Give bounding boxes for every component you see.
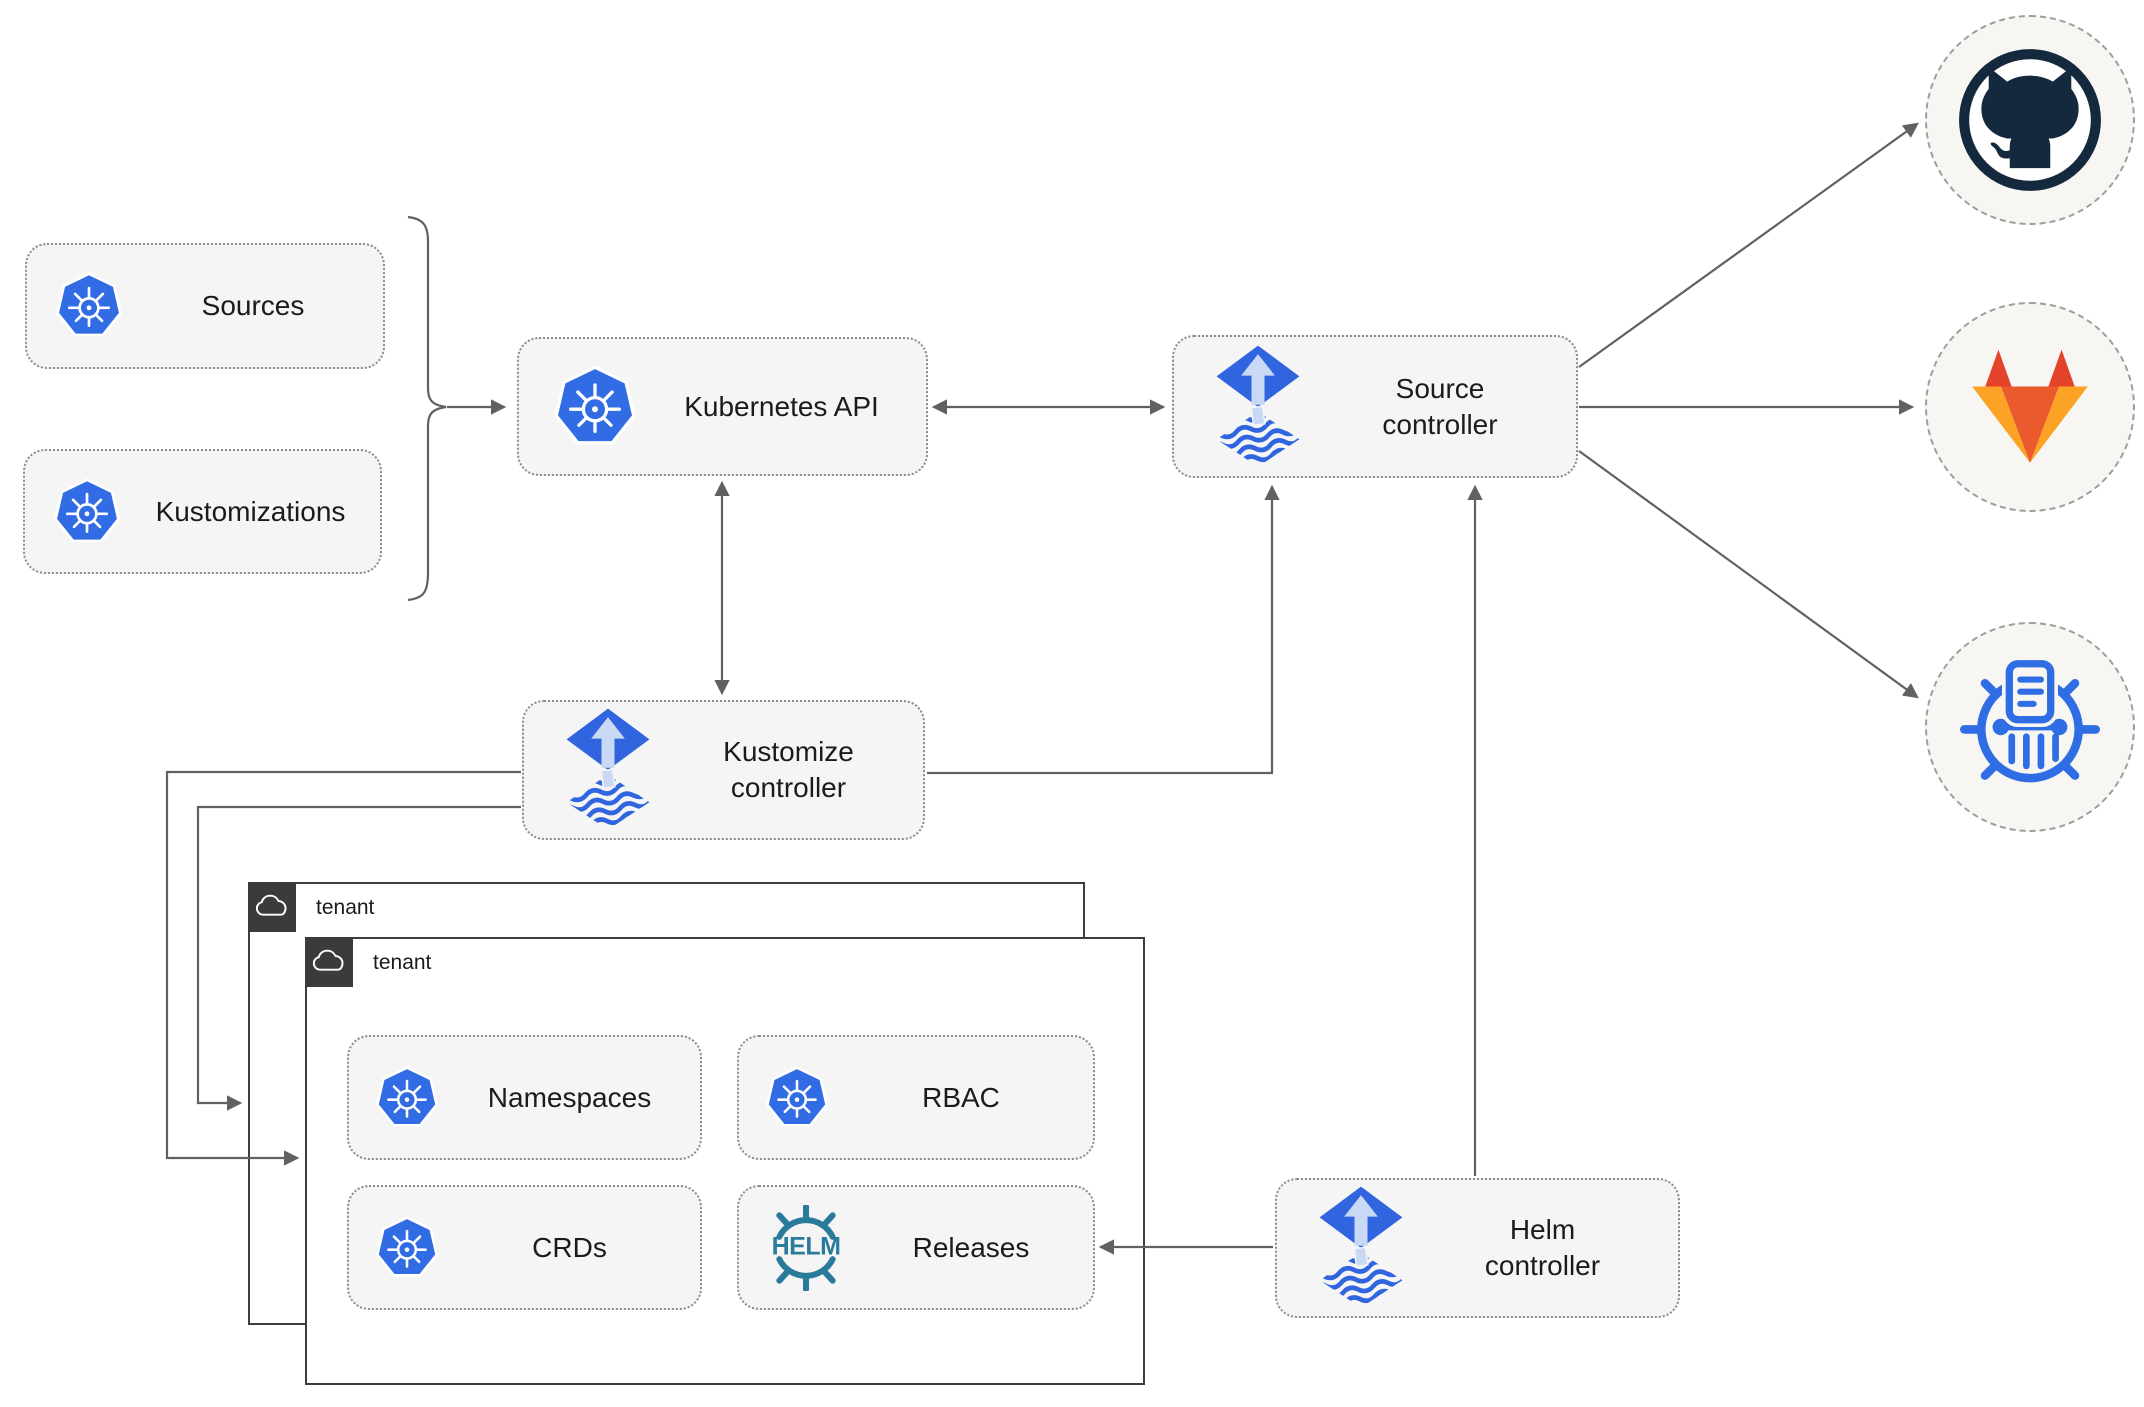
node-sources-label: Sources [201,290,305,321]
kubernetes-icon [55,272,123,340]
tenant-tab-outer [247,881,296,932]
node-kustomize-controller: Kustomize controller [522,700,925,840]
node-helm-controller-line2: controller [1484,1250,1601,1281]
node-crds: CRDs [347,1185,702,1310]
arrow-source-controller-to-chartmuseum [1578,450,1919,699]
node-source-controller: Source controller [1172,335,1578,478]
tenant-tab-inner [304,936,353,987]
node-source-controller-label: Source controller [1304,371,1576,443]
flux-icon [1212,344,1304,470]
tenant-outer-label: tenant [316,896,375,919]
cloud-icon [254,894,290,919]
chartmuseum-node [1925,622,2135,832]
node-crds-label: CRDs [532,1231,607,1263]
github-icon [1954,44,2106,196]
gitlab-icon [1964,347,2096,468]
node-rbac: RBAC [737,1035,1095,1160]
tenant-inner-label: tenant [373,951,432,974]
github-node [1925,15,2135,225]
node-kustomizations: Kustomizations [23,449,382,574]
node-kustomizations-label: Kustomizations [155,495,346,527]
node-rbac-label: RBAC [922,1081,1000,1113]
kubernetes-icon [765,1066,829,1130]
gitlab-node [1925,302,2135,512]
node-source-controller-line1: Source [1395,372,1485,404]
cloud-icon [311,949,347,974]
node-namespaces: Namespaces [347,1035,702,1160]
kubernetes-icon [553,365,637,449]
arrow-kustomize-controller-to-source-controller [927,484,1280,775]
chartmuseum-icon [1957,654,2103,800]
node-source-controller-line2: controller [1382,408,1498,440]
kubernetes-icon [53,478,121,546]
kubernetes-icon [375,1216,439,1280]
node-helm-controller: Helm controller [1275,1178,1680,1318]
node-kustomize-controller-line2: controller [730,772,847,803]
node-kubernetes-api-label: Kubernetes API [684,390,879,422]
node-kubernetes-api: Kubernetes API [517,337,928,476]
node-helm-controller-line1: Helm [1509,1214,1576,1245]
node-releases: HELM Releases [737,1185,1095,1310]
arrow-source-controller-to-github [1578,122,1919,368]
flux-icon [1315,1185,1407,1311]
node-helm-controller-label: Helm controller [1407,1212,1678,1284]
node-sources: Sources [25,243,385,369]
flux-icon [562,707,654,833]
node-kustomize-controller-label: Kustomize controller [654,734,923,806]
tenant-box-inner: tenant Namespaces RBAC CRDs HELM [304,936,1145,1385]
node-releases-label: Releases [912,1231,1030,1263]
node-kustomize-controller-line1: Kustomize [723,736,854,767]
helm-logo-text: HELM [771,1231,841,1260]
node-namespaces-label: Namespaces [487,1081,652,1113]
kubernetes-icon [375,1066,439,1130]
brace-sources-kustomizations [407,215,447,602]
